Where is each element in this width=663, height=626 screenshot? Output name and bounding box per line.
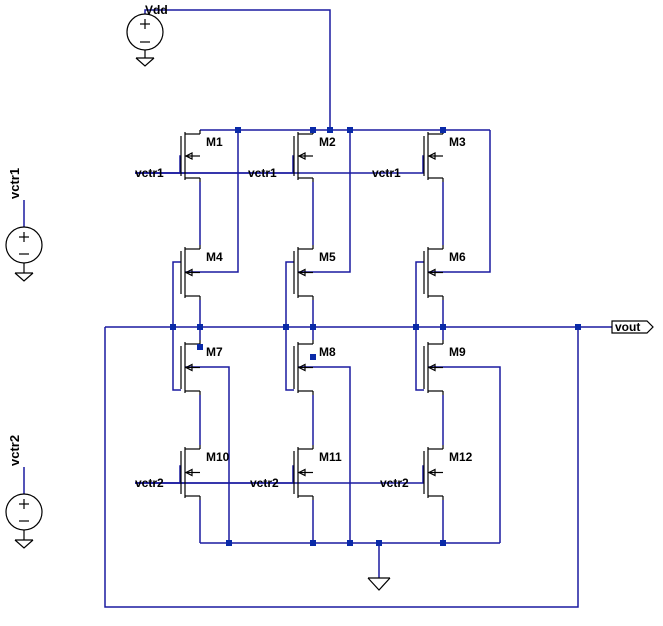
vctr1-label: vctr1 [7,168,22,199]
transistor-label-m11: M11 [319,450,342,464]
junction-dot [413,324,419,330]
junction-dot [347,127,353,133]
transistor-label-m1: M1 [206,135,223,149]
junction-dot [170,324,176,330]
junction-dot [440,324,446,330]
ground-icon [135,57,155,67]
transistor-m1 [180,130,201,182]
junction-dot [310,354,316,360]
gate-label-vctr2: vctr2 [135,476,164,490]
junction-dot [226,540,232,546]
transistor-m12 [423,445,444,500]
transistor-label-m9: M9 [449,345,466,359]
transistor-label-m7: M7 [206,345,223,359]
transistor-m3 [423,130,444,182]
junction-dot [310,324,316,330]
transistor-label-m3: M3 [449,135,466,149]
transistor-m9 [423,340,444,395]
junction-dot [310,540,316,546]
vdd-label: Vdd [145,3,168,17]
transistor-m5 [293,245,314,300]
vctr1-source [5,226,43,282]
gate-label-vctr1: vctr1 [135,166,164,180]
feedback-loop [104,327,579,608]
gate-label-vctr2: vctr2 [250,476,279,490]
ground-icon [367,577,391,591]
transistor-label-m10: M10 [206,450,230,464]
body-wire [428,366,501,543]
junction-dot [440,127,446,133]
junction-dot [197,344,203,350]
gate-label-vctr1: vctr1 [248,166,277,180]
output-label: vout [615,320,640,334]
transistor-label-m4: M4 [206,250,223,264]
transistor-label-m8: M8 [319,345,336,359]
gate-label-vctr1: vctr1 [372,166,401,180]
vdd-source [126,13,164,67]
body-wire [428,130,491,273]
transistor-m7 [180,340,201,395]
junction-dot [575,324,581,330]
transistor-label-m12: M12 [449,450,473,464]
junction-dot [376,540,382,546]
vctr2-source [5,493,43,549]
body-wire [298,130,351,273]
output-port [611,320,654,334]
transistor-m11 [293,445,314,500]
transistor-m6 [423,245,444,300]
transistor-label-m6: M6 [449,250,466,264]
junction-dot [283,324,289,330]
transistor-m2 [293,130,314,182]
junction-dot [310,127,316,133]
junction-dot [197,324,203,330]
ground-icon [14,539,34,549]
transistor-m8 [293,340,314,395]
body-wire [185,130,239,273]
junction-dot [347,540,353,546]
junction-dot [327,127,333,133]
junction-dot [440,540,446,546]
vctr2-label: vctr2 [7,435,22,466]
transistor-label-m2: M2 [319,135,336,149]
transistor-m4 [180,245,201,300]
ground-icon [14,272,34,282]
transistor-m10 [180,445,201,500]
vdd-wire [144,9,331,130]
gate-label-vctr2: vctr2 [380,476,409,490]
transistor-label-m5: M5 [319,250,336,264]
body-wire [298,366,351,543]
junction-dot [235,127,241,133]
